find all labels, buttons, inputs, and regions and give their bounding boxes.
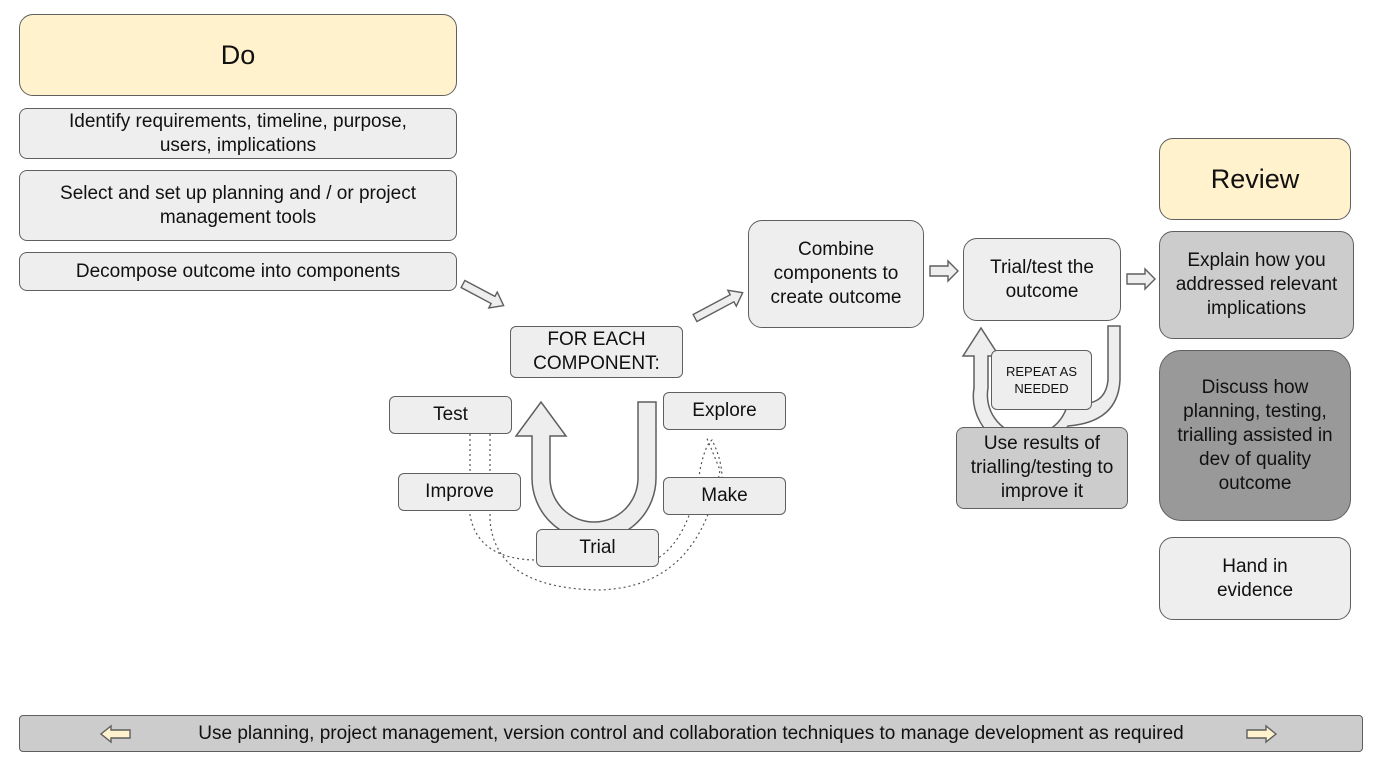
block-arrow-icon xyxy=(460,279,505,309)
review-step-discuss-quality: Discuss how planning, testing, trialling… xyxy=(1159,350,1351,521)
stage-trial: Trial xyxy=(536,529,659,567)
review-step-hand-in-evidence: Hand in evidence xyxy=(1159,537,1351,620)
for-each-component-box: FOR EACH COMPONENT: xyxy=(510,326,683,378)
review-header: Review xyxy=(1159,138,1351,220)
review-title: Review xyxy=(1210,164,1300,194)
use-results-box: Use results of trialling/testing to impr… xyxy=(956,427,1128,509)
right-arrow-icon xyxy=(1246,724,1277,744)
do-title: Do xyxy=(220,40,256,70)
block-arrow-icon xyxy=(1126,267,1156,291)
step-select-tools: Select and set up planning and / or proj… xyxy=(19,170,457,241)
stage-make: Make xyxy=(663,477,786,515)
block-arrow-icon xyxy=(929,259,959,283)
u-turn-arrow-icon xyxy=(514,400,657,541)
stage-improve: Improve xyxy=(398,473,521,511)
combine-components-box: Combine components to create outcome xyxy=(748,220,924,328)
stage-explore: Explore xyxy=(663,392,786,430)
block-arrow-icon xyxy=(692,289,744,323)
stage-test: Test xyxy=(389,396,512,434)
do-header: Do xyxy=(19,14,457,96)
left-arrow-icon xyxy=(100,724,131,744)
trial-test-outcome-box: Trial/test the outcome xyxy=(963,238,1121,321)
footer-banner: Use planning, project management, versio… xyxy=(19,715,1363,752)
step-identify-requirements: Identify requirements, timeline, purpose… xyxy=(19,108,457,159)
review-step-explain-implications: Explain how you addressed relevant impli… xyxy=(1159,231,1354,339)
repeat-as-needed-label: REPEAT AS NEEDED xyxy=(991,350,1092,410)
footer-banner-text: Use planning, project management, versio… xyxy=(198,722,1184,744)
step-decompose-outcome: Decompose outcome into components xyxy=(19,252,457,291)
